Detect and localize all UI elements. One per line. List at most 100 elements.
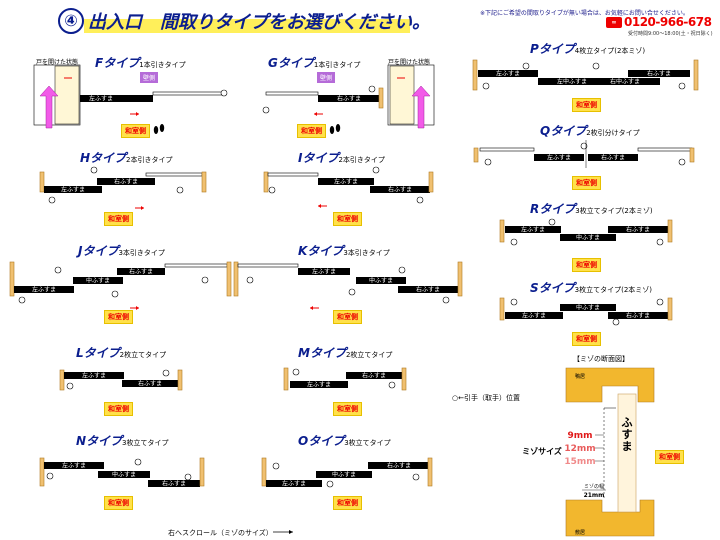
door-frame-post [428, 171, 434, 193]
type-label-r[interactable]: Rタイプ3枚立てタイプ(2本ミゾ) [530, 200, 653, 217]
fusuma-panel [560, 234, 616, 241]
fusuma-panel [398, 286, 458, 293]
type-name: Nタイプ [76, 434, 123, 448]
footstep-icon [335, 124, 341, 132]
type-label-s[interactable]: Sタイプ3枚立てタイプ(2本ミゾ) [530, 279, 652, 296]
business-hours: 受付時間9:00〜18:00(土・祝日除く) [628, 31, 713, 37]
hikite-mark [656, 238, 664, 246]
washitsu-tag: 和室側 [333, 402, 362, 416]
door-frame-post [263, 171, 269, 193]
type-label-l[interactable]: Lタイプ2枚立てタイプ [76, 344, 166, 361]
door-panel [389, 65, 415, 125]
type-label-p[interactable]: Pタイプ4枚立タイプ(2本ミゾ) [530, 40, 645, 57]
type-label-f[interactable]: Fタイプ1本引きタイプ [95, 54, 186, 71]
hikite-mark [580, 142, 588, 150]
type-name: Sタイプ [530, 281, 575, 295]
door-open-label: 戸を開けた状態 [388, 59, 431, 66]
hikite-mark [246, 276, 254, 284]
door-frame-post [499, 219, 505, 243]
washitsu-tag: 和室側 [572, 176, 601, 190]
mizo-width-value: 21mm [584, 492, 605, 499]
type-sub: 3枚立てタイプ [344, 439, 391, 447]
hikite-mark [54, 266, 62, 274]
door-frame-post [199, 457, 205, 487]
fusuma-panel [266, 480, 322, 487]
shikii-label: 敷居 [575, 529, 585, 536]
hikite-mark [678, 158, 686, 166]
hikite-mark [262, 106, 270, 114]
hikite-mark [592, 62, 600, 70]
type-sub: 3本引きタイプ [343, 249, 390, 257]
fusuma-label: す [622, 428, 633, 441]
hikite-mark [220, 89, 228, 97]
fusuma-panel [588, 154, 638, 161]
door-frame-post [693, 59, 699, 91]
fusuma-label: 右ふすま [388, 186, 412, 194]
hikite-mark [268, 186, 276, 194]
fusuma-label: 右中ふすま [610, 78, 640, 86]
door-frame-post [378, 87, 384, 109]
fusuma-label: 右ふすま [626, 226, 650, 234]
fusuma-label: 右ふすま [416, 286, 440, 294]
phone-number[interactable]: 0120-966-678 [624, 15, 712, 29]
type-label-h[interactable]: Hタイプ2本引きタイプ [80, 149, 173, 166]
fusuma-label: 中ふすま [576, 234, 600, 242]
door-frame-post [472, 59, 478, 91]
title-text: 出入口 間取りタイプをお選びください。 [88, 12, 430, 33]
fusuma-label: 左ふすま [521, 226, 545, 234]
fusuma-label: 左ふすま [282, 480, 306, 488]
open-frame [267, 172, 319, 177]
type-label-o[interactable]: Oタイプ3枚立てタイプ [298, 432, 391, 449]
type-sub: 2枚立てタイプ [119, 351, 167, 359]
fusuma-panel [44, 186, 102, 193]
type-label-k[interactable]: Kタイプ3本引きタイプ [298, 242, 390, 259]
fusuma-label: 左ふすま [547, 154, 571, 162]
type-label-n[interactable]: Nタイプ3枚立てタイプ [76, 432, 169, 449]
type-label-j[interactable]: Jタイプ3本引きタイプ [78, 242, 165, 259]
door-frame-post [457, 261, 463, 297]
type-name: Fタイプ [95, 56, 140, 70]
fusuma-label: 右ふすま [114, 178, 138, 186]
hikite-mark [548, 218, 556, 226]
type-label-q[interactable]: Qタイプ2枚引分けタイプ [540, 122, 640, 139]
fusuma-panel [560, 304, 616, 311]
hikite-mark [46, 472, 54, 480]
mizo-size-15mm: 15mm [564, 457, 595, 467]
type-label-g[interactable]: Gタイプ1本引きタイプ [268, 54, 360, 71]
kabe-tag: 壁側 [140, 72, 159, 83]
open-frame [237, 263, 299, 268]
mizo-size-label: ミゾサイズ [522, 446, 562, 456]
fusuma-label: 右ふすま [387, 462, 411, 470]
washitsu-tag: 和室側 [104, 212, 133, 226]
hikite-mark [66, 382, 74, 390]
fusuma-panel [73, 277, 123, 284]
washitsu-tag: 和室側 [572, 332, 601, 346]
fusuma-panel [316, 471, 372, 478]
step-number: ④ [58, 8, 84, 34]
hikite-mark [201, 276, 209, 284]
washitsu-tag: 和室側 [104, 402, 133, 416]
door-frame-post [667, 297, 673, 321]
arrow-head [314, 112, 317, 116]
fusuma-panel [608, 226, 668, 233]
phone-block[interactable]: ∞ 0120-966-678 [606, 15, 718, 30]
hikite-mark [348, 288, 356, 296]
open-frame [265, 91, 319, 96]
hikite-mark [416, 196, 424, 204]
hikite-mark [184, 473, 192, 481]
footstep-icon [153, 126, 159, 134]
fusuma-panel [538, 78, 606, 85]
door-open-label: 戸を開けた状態 [36, 59, 79, 66]
fusuma-panel [505, 226, 561, 233]
hikite-mark [510, 238, 518, 246]
kamoi-label: 鴨居 [575, 373, 585, 380]
type-label-m[interactable]: Mタイプ2枚立てタイプ [298, 344, 392, 361]
washitsu-tag: 和室側 [104, 310, 133, 324]
fusuma-panel [628, 70, 690, 77]
fusuma-panel [478, 70, 538, 77]
fusuma-label: 右ふすま [162, 480, 186, 488]
fusuma-label: 中ふすま [576, 304, 600, 312]
type-label-i[interactable]: Iタイプ2本引きタイプ [298, 149, 385, 166]
